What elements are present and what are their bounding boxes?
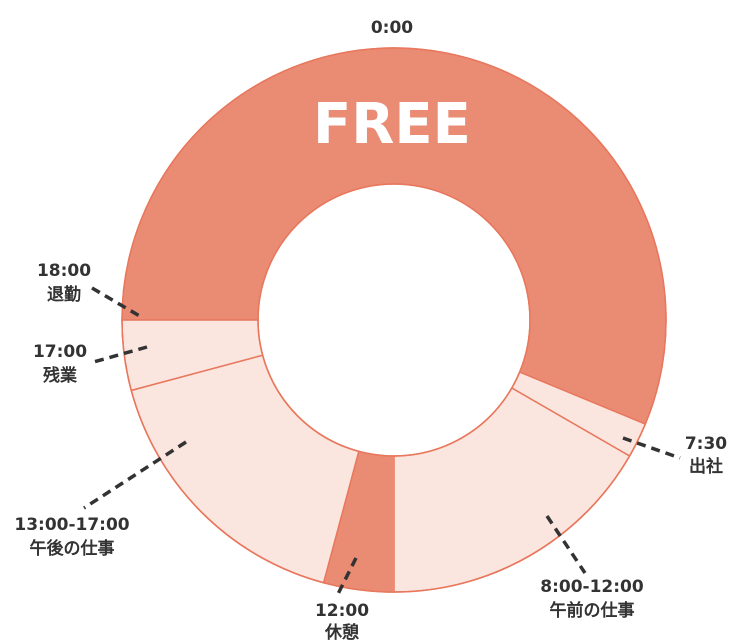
- label-text-leave: 退勤: [47, 285, 81, 305]
- leader-line-overtime: [89, 345, 148, 365]
- outer-ring-outline: [121, 47, 667, 593]
- label-text-break: 休憩: [324, 622, 359, 642]
- leader-line-afternoon-work: [83, 440, 187, 510]
- leader-line-arrival: [622, 436, 681, 460]
- slice-4: [130, 354, 360, 584]
- label-text-afternoon-work: 午後の仕事: [30, 538, 115, 559]
- label-time-leave: 18:00: [37, 261, 91, 281]
- label-time-arrival: 7:30: [685, 434, 727, 454]
- label-text-overtime: 残業: [43, 365, 77, 386]
- free-label: FREE: [313, 92, 471, 157]
- label-time-break: 12:00: [315, 601, 369, 621]
- top-label-0000: 0:00: [371, 18, 413, 38]
- leader-line-leave: [91, 286, 144, 320]
- leader-line-morning-work: [545, 515, 587, 574]
- label-time-morning-work: 8:00-12:00: [540, 577, 644, 597]
- label-text-arrival: 出社: [689, 456, 723, 477]
- label-time-overtime: 17:00: [33, 342, 87, 362]
- inner-ring-outline: [257, 183, 531, 457]
- label-text-morning-work: 午前の仕事: [550, 600, 635, 621]
- leader-line-break: [334, 557, 358, 599]
- label-time-afternoon-work: 13:00-17:00: [14, 515, 129, 535]
